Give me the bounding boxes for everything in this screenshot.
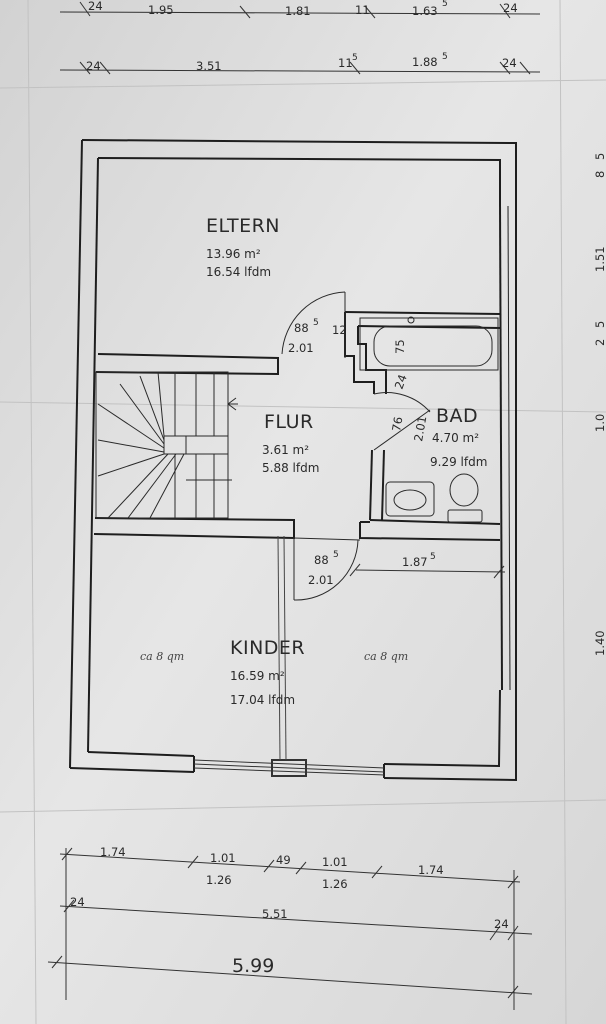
- outer-walls: [69, 139, 517, 782]
- svg-text:1.0: 1.0: [593, 414, 606, 432]
- door-eltern: [281, 291, 346, 358]
- top2-dim-1: 24: [86, 59, 101, 73]
- svg-text:8: 8: [593, 171, 606, 178]
- top-dim-7: 24: [503, 1, 518, 15]
- svg-text:5: 5: [593, 321, 606, 328]
- bottom-dimension-lines: [47, 847, 533, 1010]
- room-name-flur: FLUR: [264, 411, 314, 433]
- door-bad-height: 2.01: [411, 415, 429, 443]
- room-area-flur: 3.61 m²: [262, 443, 309, 457]
- top-dim-5: 1.63: [412, 4, 438, 18]
- top2-dim-3: 11: [338, 56, 353, 70]
- svg-text:1.40: 1.40: [593, 630, 606, 656]
- handwritten-note-left: ca 8 qm: [140, 650, 184, 663]
- bottom-dim-total: 5.99: [232, 955, 274, 977]
- bottom-dim-2: 1.01: [210, 851, 236, 865]
- top2-dim-7: 24: [502, 56, 517, 70]
- svg-text:2: 2: [593, 339, 606, 346]
- room-perimeter-bad: 9.29 lfdm: [430, 455, 487, 469]
- room-name-eltern: ELTERN: [206, 215, 280, 237]
- top2-dim-2: 3.51: [196, 59, 222, 73]
- kinder-inner-dim-line: [349, 563, 506, 579]
- top-dim-1: 24: [88, 0, 103, 13]
- toilet: [447, 473, 483, 523]
- sink: [385, 481, 435, 517]
- door-kinder: [293, 537, 361, 601]
- bad-tub-label: 75: [393, 339, 407, 354]
- kinder-inner-dim: 1.87: [402, 555, 428, 569]
- top-dim-2: 1.95: [148, 3, 174, 17]
- room-area-eltern: 13.96 m²: [206, 247, 261, 261]
- room-perimeter-flur: 5.88 lfdm: [262, 461, 319, 475]
- bad-wall-label: 12: [332, 323, 347, 337]
- kinder-inner-dim-sup: 5: [430, 552, 436, 562]
- bottom-dim-6: 1.26: [206, 873, 232, 887]
- top-dimensions: [59, 1, 541, 75]
- top-dim-4: 11: [355, 3, 370, 17]
- door-eltern-width: 88: [294, 321, 309, 335]
- room-area-bad: 4.70 m²: [432, 431, 479, 445]
- bottom-window: [193, 759, 385, 777]
- bathtub: [359, 316, 499, 371]
- room-perimeter-kinder: 17.04 lfdm: [230, 693, 295, 707]
- staircase: [95, 371, 238, 519]
- top2-dim-5: 1.88: [412, 55, 438, 69]
- door-kinder-width: 88: [314, 553, 329, 567]
- room-area-kinder: 16.59 m²: [230, 669, 285, 683]
- door-eltern-height: 2.01: [288, 341, 314, 355]
- room-name-bad: BAD: [436, 405, 478, 427]
- top-dim-6: 5: [442, 0, 448, 9]
- door-bad: [373, 392, 431, 451]
- room-perimeter-eltern: 16.54 lfdm: [206, 265, 271, 279]
- top2-dim-6: 5: [442, 52, 448, 62]
- door-kinder-height: 2.01: [308, 573, 334, 587]
- room-name-kinder: KINDER: [230, 637, 305, 659]
- door-eltern-width-sup: 5: [313, 318, 319, 328]
- door-bad-wall: 24: [392, 372, 410, 391]
- door-kinder-width-sup: 5: [333, 550, 339, 560]
- bottom-dim-inner-total: 5.51: [262, 907, 288, 921]
- bottom-dim-1: 1.74: [100, 845, 126, 859]
- bottom-dim-wall-left: 24: [70, 895, 85, 909]
- top2-dim-4: 5: [352, 53, 358, 63]
- bottom-dim-4: 1.01: [322, 855, 348, 869]
- bottom-dim-5: 1.74: [418, 863, 444, 877]
- bottom-dim-7: 1.26: [322, 877, 348, 891]
- right-edge-marks: 8 5 1.51 2 5 1.0 1.40: [593, 153, 606, 656]
- svg-text:1.51: 1.51: [593, 246, 606, 272]
- door-bad-width: 76: [389, 416, 405, 433]
- handwritten-note-right: ca 8 qm: [364, 650, 408, 663]
- kinder-divider: [277, 535, 287, 761]
- bottom-dim-wall-right: 24: [494, 917, 509, 931]
- svg-text:5: 5: [593, 153, 606, 160]
- top-dim-3: 1.81: [285, 4, 311, 18]
- bottom-dim-3: 49: [276, 853, 291, 867]
